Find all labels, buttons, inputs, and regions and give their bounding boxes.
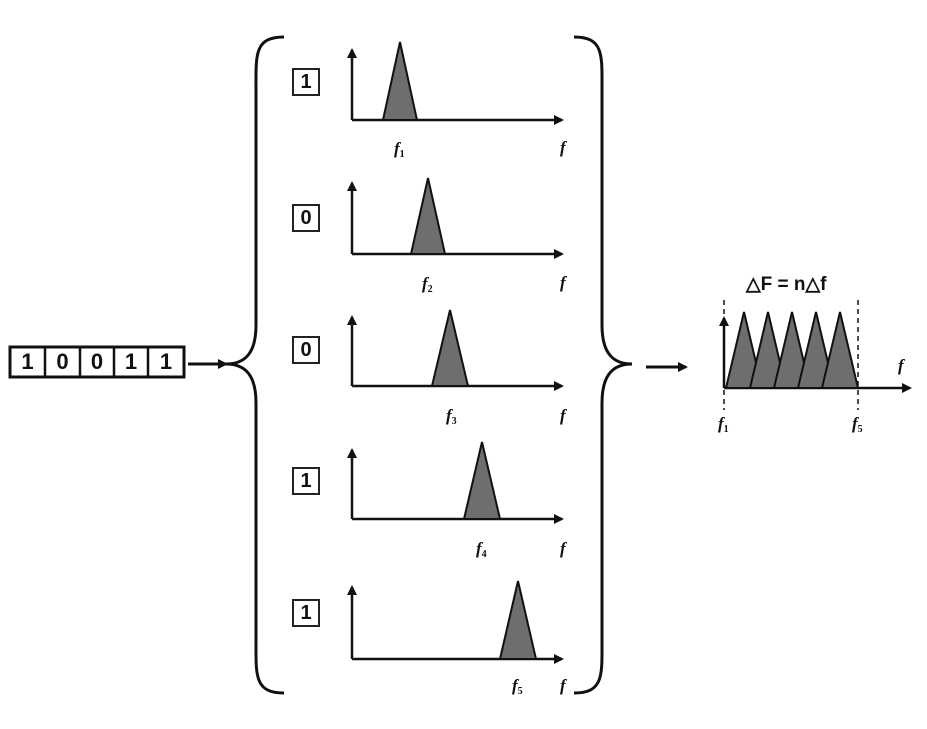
combined-start-freq-label: f1	[718, 414, 729, 435]
channel-5-graph	[347, 580, 564, 664]
combined-axis-label: f	[898, 356, 904, 375]
channel-3-freq-label: f3	[446, 406, 457, 427]
combined-triangle-2	[748, 311, 788, 389]
channel-3-axis-label: f	[560, 406, 566, 425]
combined-triangle-5	[820, 311, 860, 389]
input-bit-3: 0	[90, 349, 104, 374]
channel-3-graph	[347, 309, 564, 391]
channel-2-bit: 0	[292, 204, 320, 232]
channel-5-freq-label: f5	[512, 676, 523, 697]
channel-2-graph	[347, 177, 564, 259]
input-bit-4: 1	[124, 349, 138, 374]
channel-4-axis-label: f	[560, 539, 566, 558]
channel-1-bit: 1	[292, 68, 320, 96]
combined-triangle-4	[796, 311, 836, 389]
channel-3-bit: 0	[292, 336, 320, 364]
input-bit-1: 1	[21, 349, 34, 374]
channel-5-bit: 1	[292, 599, 320, 627]
combined-triangle-3	[772, 311, 812, 389]
channel-5-axis-label: f	[560, 676, 566, 695]
channel-3-triangle	[430, 309, 470, 387]
input-bit-2: 0	[56, 349, 69, 374]
channel-4-graph	[347, 441, 564, 524]
channel-1-graph	[347, 41, 564, 125]
channel-1-axis-label: f	[560, 138, 566, 157]
bandwidth-label: △F = n△f	[746, 274, 827, 295]
channel-4-bit: 1	[292, 467, 320, 495]
channel-2-freq-label: f2	[422, 274, 433, 295]
combined-end-freq-label: f5	[852, 414, 863, 435]
left-brace	[225, 35, 285, 695]
channel-1-triangle	[381, 41, 419, 121]
channel-2-axis-label: f	[560, 273, 566, 292]
combined-triangle-1	[724, 311, 764, 389]
channel-4-triangle	[462, 441, 502, 520]
channel-2-triangle	[409, 177, 447, 255]
combined-spectrum	[719, 300, 912, 410]
channel-4-freq-label: f4	[476, 539, 487, 560]
channel-5-triangle	[498, 580, 538, 660]
right-brace	[573, 35, 633, 695]
input-bit-5: 1	[159, 349, 173, 374]
input-register	[8, 345, 186, 379]
channel-1-freq-label: f1	[394, 139, 405, 160]
